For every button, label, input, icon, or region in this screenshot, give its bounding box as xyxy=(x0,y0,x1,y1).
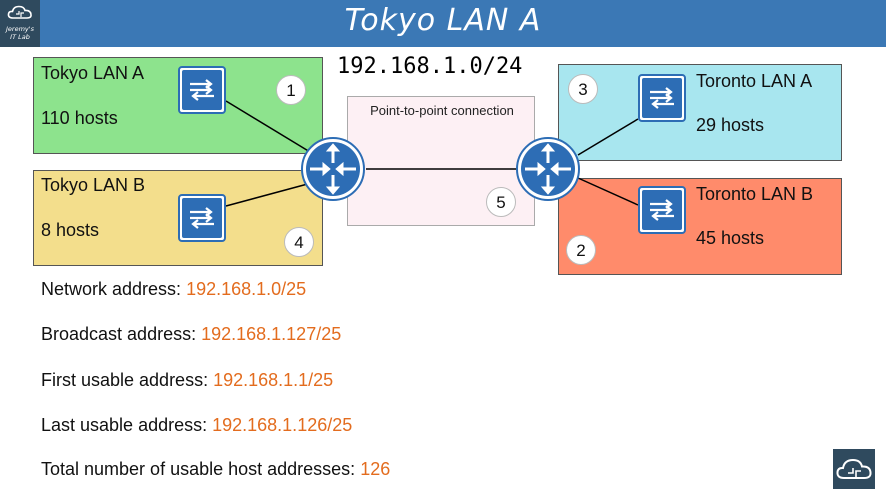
lan-hosts-toronto-b: 45 hosts xyxy=(696,228,765,248)
number-badge-point-to-point: 5 xyxy=(486,187,516,217)
broadcast-address-value: 192.168.1.127/25 xyxy=(201,324,342,344)
last-usable-address-label: Last usable address: xyxy=(41,415,213,435)
logo-text-line-1: Jeremy's xyxy=(6,25,34,33)
switch-icon xyxy=(178,194,226,242)
logo-text-line-2: IT Lab xyxy=(10,33,30,41)
title-bar: Jeremy's IT Lab Tokyo LAN A xyxy=(0,0,886,47)
total-usable-hosts-line: Total number of usable host addresses: 1… xyxy=(41,459,390,480)
lan-name-toronto-a: Toronto LAN A xyxy=(696,71,813,91)
lan-name-toronto-b: Toronto LAN B xyxy=(696,184,814,204)
total-usable-hosts-label: Total number of usable host addresses: xyxy=(41,459,361,479)
link-switch-tokyo-b-router xyxy=(225,181,316,207)
lan-name-tokyo-b: Tokyo LAN B xyxy=(41,175,146,195)
number-badge-tokyo-b: 4 xyxy=(284,227,314,257)
total-usable-hosts-value: 126 xyxy=(360,459,391,479)
logo: Jeremy's IT Lab xyxy=(0,0,40,47)
cloud-logo-icon xyxy=(836,458,872,479)
lan-hosts-tokyo-a: 110 hosts xyxy=(41,108,118,128)
point-to-point-label: Point-to-point connection xyxy=(370,103,514,118)
switch-icon xyxy=(638,186,686,234)
broadcast-address-label: Broadcast address: xyxy=(41,324,202,344)
number-badge-tokyo-a: 1 xyxy=(276,75,306,105)
lan-hosts-tokyo-b: 8 hosts xyxy=(41,220,100,240)
lan-box-toronto-b xyxy=(558,178,842,275)
number-badge-toronto-a: 3 xyxy=(568,74,598,104)
slide-title: Tokyo LAN A xyxy=(344,3,542,38)
number-badge-toronto-b: 2 xyxy=(566,235,596,265)
broadcast-address-line: Broadcast address: 192.168.1.127/25 xyxy=(41,324,341,345)
router-icon xyxy=(516,137,580,201)
switch-icon xyxy=(178,66,226,114)
network-address-label: Network address: xyxy=(41,279,187,299)
switch-icon xyxy=(638,74,686,122)
last-usable-address-line: Last usable address: 192.168.1.126/25 xyxy=(41,415,352,436)
router-icon xyxy=(301,137,365,201)
link-router-switch-toronto-b xyxy=(577,177,639,206)
network-address-line: Network address: 192.168.1.0/25 xyxy=(41,279,306,300)
logo-bottom-right xyxy=(833,449,875,489)
network-address-value: 192.168.1.0/25 xyxy=(186,279,307,299)
link-switch-tokyo-a-router xyxy=(225,100,316,156)
link-router-switch-toronto-a xyxy=(577,118,639,156)
cloud-logo-icon xyxy=(7,5,32,19)
first-usable-address-line: First usable address: 192.168.1.1/25 xyxy=(41,370,333,391)
first-usable-address-value: 192.168.1.1/25 xyxy=(213,370,334,390)
last-usable-address-value: 192.168.1.126/25 xyxy=(212,415,353,435)
lan-hosts-toronto-a: 29 hosts xyxy=(696,115,765,135)
lan-name-tokyo-a: Tokyo LAN A xyxy=(41,63,145,83)
lan-box-toronto-a xyxy=(558,64,842,161)
subnet-label: 192.168.1.0/24 xyxy=(337,54,523,79)
first-usable-address-label: First usable address: xyxy=(41,370,214,390)
